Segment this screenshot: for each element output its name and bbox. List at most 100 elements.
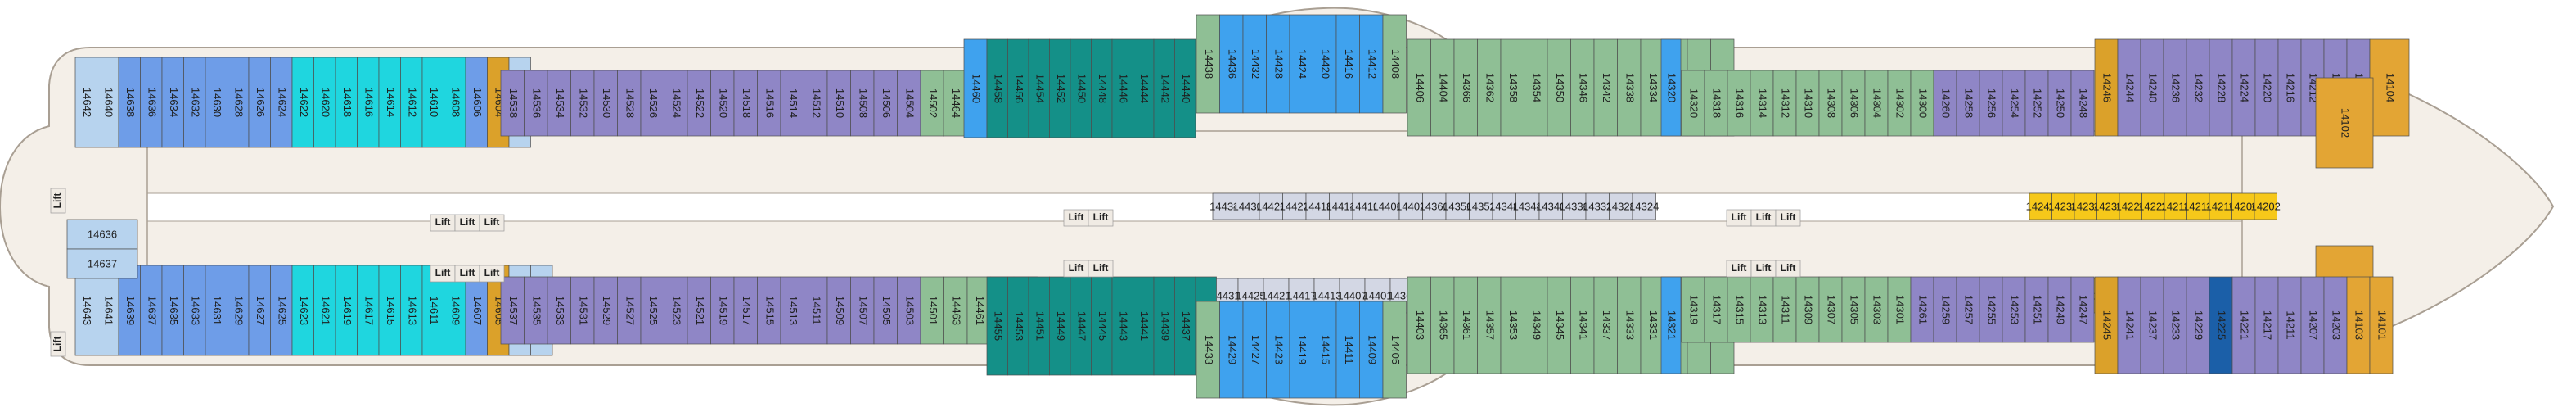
cabin-14337[interactable]: 14337 xyxy=(1593,276,1618,374)
cabin-14245[interactable]: 14245 xyxy=(2094,276,2119,374)
cabin-14310[interactable]: 14310 xyxy=(1795,70,1820,137)
cabin-14408[interactable]: 14408 xyxy=(1382,14,1407,114)
cabin-14406[interactable]: 14406 xyxy=(1373,192,1403,220)
cabin-14504[interactable]: 14504 xyxy=(897,70,921,137)
cabin-14315[interactable]: 14315 xyxy=(1727,276,1751,343)
cabin-14537[interactable]: 14537 xyxy=(500,276,525,345)
cabin-14338[interactable]: 14338 xyxy=(1617,38,1642,137)
cabin-14102[interactable]: 14102 xyxy=(2315,77,2374,169)
cabin-14635[interactable]: 14635 xyxy=(161,265,184,356)
cabin-14236[interactable]: 14236 xyxy=(2163,38,2187,137)
cabin-14642[interactable]: 14642 xyxy=(74,57,97,148)
cabin-14617[interactable]: 14617 xyxy=(357,265,380,356)
cabin-14206[interactable]: 14206 xyxy=(2228,192,2258,220)
cabin-14307[interactable]: 14307 xyxy=(1818,276,1843,343)
cabin-14238[interactable]: 14238 xyxy=(2048,192,2078,220)
cabin-14629[interactable]: 14629 xyxy=(227,265,250,356)
cabin-14514[interactable]: 14514 xyxy=(780,70,804,137)
cabin-14221[interactable]: 14221 xyxy=(2231,276,2256,374)
cabin-14331[interactable]: 14331 xyxy=(1640,276,1664,374)
cabin-14618[interactable]: 14618 xyxy=(335,57,358,148)
cabin-14515[interactable]: 14515 xyxy=(757,276,781,345)
cabin-14450[interactable]: 14450 xyxy=(1070,38,1092,138)
cabin-14517[interactable]: 14517 xyxy=(733,276,758,345)
cabin-14451[interactable]: 14451 xyxy=(1028,276,1050,376)
cabin-14423[interactable]: 14423 xyxy=(1266,301,1290,399)
cabin-14502[interactable]: 14502 xyxy=(920,70,944,137)
cabin-14237[interactable]: 14237 xyxy=(2140,276,2164,374)
cabin-14634[interactable]: 14634 xyxy=(161,57,184,148)
cabin-14305[interactable]: 14305 xyxy=(1841,276,1866,343)
cabin-14523[interactable]: 14523 xyxy=(664,276,688,345)
cabin-14312[interactable]: 14312 xyxy=(1772,70,1797,137)
cabin-14433[interactable]: 14433 xyxy=(1196,301,1220,399)
cabin-14318[interactable]: 14318 xyxy=(1704,70,1728,137)
cabin-14232[interactable]: 14232 xyxy=(2186,38,2210,137)
cabin-14303[interactable]: 14303 xyxy=(1864,276,1889,343)
cabin-14633[interactable]: 14633 xyxy=(183,265,206,356)
cabin-14302[interactable]: 14302 xyxy=(1887,70,1912,137)
cabin-14626[interactable]: 14626 xyxy=(248,57,271,148)
cabin-14631[interactable]: 14631 xyxy=(205,265,227,356)
cabin-14412[interactable]: 14412 xyxy=(1359,14,1384,114)
cabin-14525[interactable]: 14525 xyxy=(640,276,664,345)
cabin-14426[interactable]: 14426 xyxy=(1256,192,1286,220)
cabin-14510[interactable]: 14510 xyxy=(826,70,851,137)
cabin-14230[interactable]: 14230 xyxy=(2093,192,2123,220)
cabin-14614[interactable]: 14614 xyxy=(378,57,401,148)
cabin-14220[interactable]: 14220 xyxy=(2254,38,2279,137)
cabin-14533[interactable]: 14533 xyxy=(547,276,571,345)
cabin-14419[interactable]: 14419 xyxy=(1289,301,1313,399)
cabin-14445[interactable]: 14445 xyxy=(1091,276,1113,376)
cabin-14632[interactable]: 14632 xyxy=(183,57,206,148)
cabin-14304[interactable]: 14304 xyxy=(1864,70,1889,137)
cabin-14255[interactable]: 14255 xyxy=(1979,276,2003,343)
cabin-14224[interactable]: 14224 xyxy=(2231,38,2256,137)
cabin-14639[interactable]: 14639 xyxy=(118,265,141,356)
cabin-14366[interactable]: 14366 xyxy=(1453,38,1478,137)
cabin-14203[interactable]: 14203 xyxy=(2323,276,2348,374)
cabin-14455[interactable]: 14455 xyxy=(986,276,1008,376)
cabin-14424[interactable]: 14424 xyxy=(1289,14,1313,114)
cabin-14246[interactable]: 14246 xyxy=(2094,38,2119,137)
cabin-14630[interactable]: 14630 xyxy=(205,57,227,148)
cabin-14627[interactable]: 14627 xyxy=(248,265,271,356)
cabin-14501[interactable]: 14501 xyxy=(920,276,944,345)
cabin-14420[interactable]: 14420 xyxy=(1313,14,1337,114)
cabin-14443[interactable]: 14443 xyxy=(1111,276,1133,376)
cabin-14643[interactable]: 14643 xyxy=(74,265,97,356)
cabin-14448[interactable]: 14448 xyxy=(1091,38,1113,138)
cabin-14439[interactable]: 14439 xyxy=(1153,276,1175,376)
cabin-14506[interactable]: 14506 xyxy=(873,70,898,137)
cabin-14340[interactable]: 14340 xyxy=(1536,192,1565,220)
cabin-14210[interactable]: 14210 xyxy=(2206,192,2236,220)
cabin-14362[interactable]: 14362 xyxy=(1477,38,1502,137)
cabin-14619[interactable]: 14619 xyxy=(335,265,358,356)
cabin-14637[interactable]: 14637 xyxy=(66,248,138,279)
cabin-14354[interactable]: 14354 xyxy=(1524,38,1548,137)
cabin-14202[interactable]: 14202 xyxy=(2251,192,2281,220)
cabin-14311[interactable]: 14311 xyxy=(1772,276,1797,343)
cabin-14328[interactable]: 14328 xyxy=(1606,192,1636,220)
cabin-14308[interactable]: 14308 xyxy=(1818,70,1843,137)
cabin-14436[interactable]: 14436 xyxy=(1219,14,1244,114)
cabin-14218[interactable]: 14218 xyxy=(2161,192,2191,220)
cabin-14432[interactable]: 14432 xyxy=(1242,14,1267,114)
cabin-14520[interactable]: 14520 xyxy=(710,70,735,137)
cabin-14234[interactable]: 14234 xyxy=(2071,192,2101,220)
cabin-14300[interactable]: 14300 xyxy=(1910,70,1934,137)
cabin-14615[interactable]: 14615 xyxy=(378,265,401,356)
cabin-14309[interactable]: 14309 xyxy=(1795,276,1820,343)
cabin-14260[interactable]: 14260 xyxy=(1933,70,1957,137)
cabin-14521[interactable]: 14521 xyxy=(687,276,711,345)
cabin-14207[interactable]: 14207 xyxy=(2300,276,2325,374)
cabin-14101[interactable]: 14101 xyxy=(2369,276,2394,374)
cabin-14402[interactable]: 14402 xyxy=(1396,192,1425,220)
cabin-14636[interactable]: 14636 xyxy=(66,219,138,250)
cabin-14250[interactable]: 14250 xyxy=(2047,70,2072,137)
cabin-14529[interactable]: 14529 xyxy=(593,276,618,345)
cabin-14217[interactable]: 14217 xyxy=(2254,276,2279,374)
cabin-14637[interactable]: 14637 xyxy=(140,265,163,356)
cabin-14441[interactable]: 14441 xyxy=(1133,276,1155,376)
cabin-14447[interactable]: 14447 xyxy=(1070,276,1092,376)
